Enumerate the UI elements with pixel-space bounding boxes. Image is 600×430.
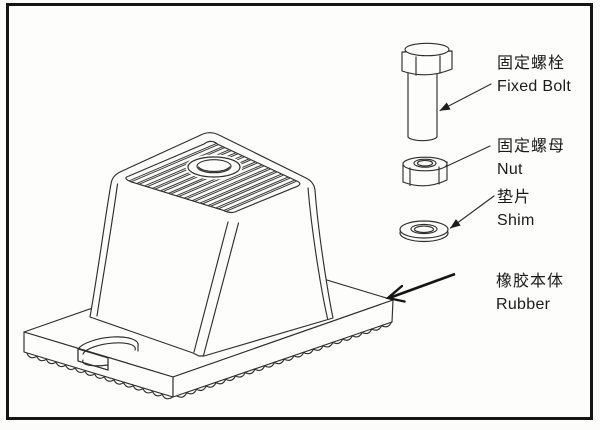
rubber-arrow xyxy=(385,272,456,303)
label-shim: 垫片 Shim xyxy=(497,186,535,232)
label-nut-en: Nut xyxy=(497,161,523,178)
label-rubber-zh: 橡胶本体 xyxy=(496,273,565,290)
label-rubber: 橡胶本体 Rubber xyxy=(496,270,564,316)
label-fixed-bolt: 固定螺栓 Fixed Bolt xyxy=(497,52,571,98)
nut-leader-line xyxy=(444,145,491,168)
nut-drawing xyxy=(402,156,448,187)
mount-body-drawing xyxy=(89,132,334,357)
label-nut-zh: 固定螺母 xyxy=(497,138,566,155)
leader-lines xyxy=(385,83,495,303)
label-shim-en: Shim xyxy=(497,212,535,229)
serrated-edge-left xyxy=(26,352,173,400)
serrated-edge-right xyxy=(176,321,392,398)
bolt-drawing xyxy=(401,42,453,142)
label-rubber-en: Rubber xyxy=(496,296,551,313)
label-fixed-bolt-en: Fixed Bolt xyxy=(497,78,572,95)
label-nut: 固定螺母 Nut xyxy=(497,135,565,181)
bolt-leader-line xyxy=(439,83,492,112)
bolt-hole xyxy=(185,154,243,180)
base-notch xyxy=(77,336,139,371)
shim-leader-line xyxy=(449,195,495,229)
shim-drawing xyxy=(399,220,449,243)
label-fixed-bolt-zh: 固定螺栓 xyxy=(497,55,566,72)
label-shim-zh: 垫片 xyxy=(497,189,532,206)
